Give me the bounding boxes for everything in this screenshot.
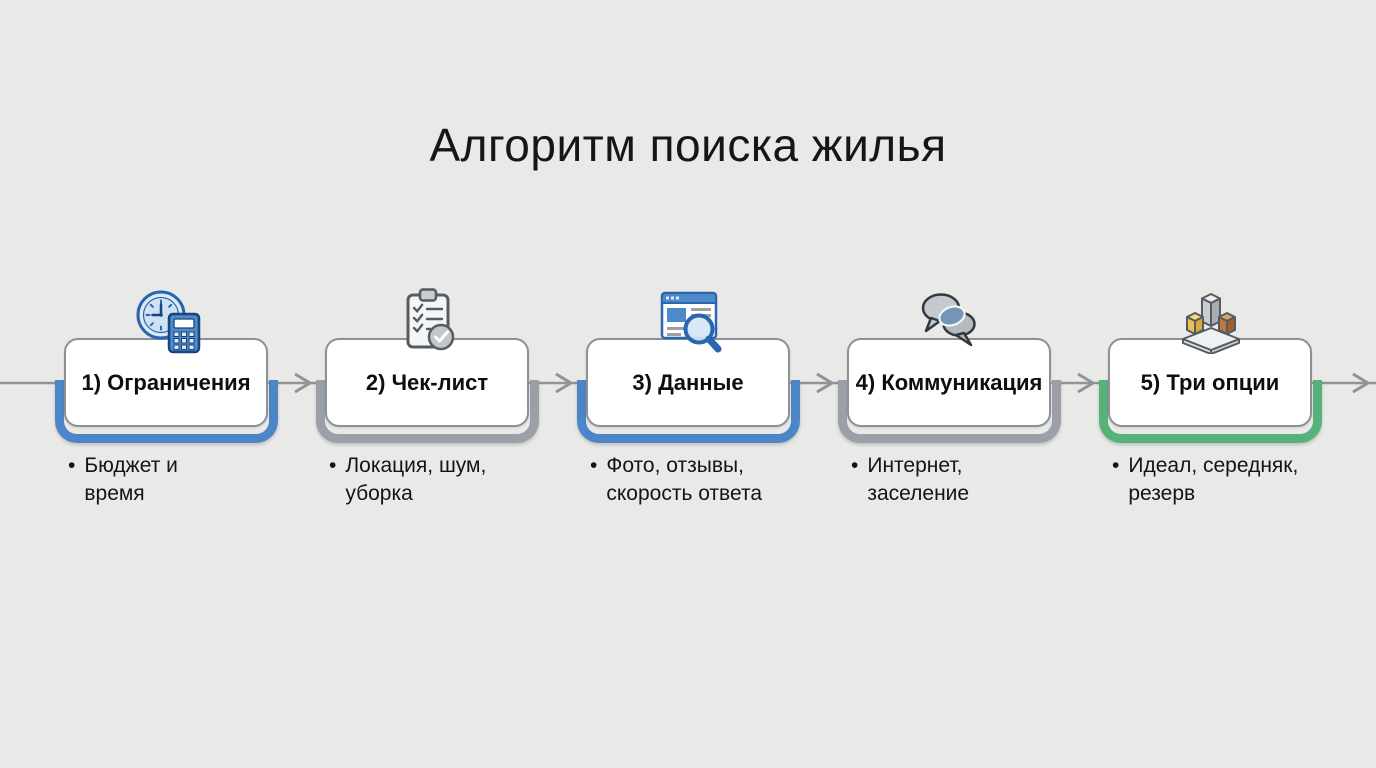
three-cubes-icon	[1175, 288, 1247, 354]
step-box: 2) Чек-лист	[325, 338, 529, 427]
step-note: • Фото, отзывы, скорость ответа	[590, 452, 762, 508]
bullet-marker: •	[1112, 454, 1120, 477]
step-box: 3) Данные	[586, 338, 790, 427]
step-label: 5) Три опции	[1140, 369, 1280, 395]
step-box: 1) Ограничения	[64, 338, 268, 427]
step-label: 4) Коммуникация	[855, 369, 1043, 395]
step-constraints: 1) Ограничения	[55, 290, 278, 558]
speech-bubbles-icon	[914, 288, 986, 354]
step-communication: 4) Коммуникация • Интернет, заселение	[838, 293, 1061, 558]
bullet-text: Идеал, середняк, резерв	[1128, 454, 1299, 505]
step-data: 3) Данные • Фото,	[577, 291, 800, 558]
accent-bracket	[316, 380, 539, 443]
step-note: • Интернет, заселение	[851, 452, 969, 508]
step-note: • Бюджет и время	[68, 452, 178, 508]
accent-bracket	[1099, 380, 1322, 443]
step-label: 3) Данные	[632, 369, 744, 395]
accent-bracket	[577, 380, 800, 443]
bullet-text: Локация, шум, уборка	[345, 454, 487, 505]
bullet-marker: •	[68, 454, 76, 477]
step-note: • Локация, шум, уборка	[329, 452, 486, 508]
bullet-text: Интернет, заселение	[867, 454, 970, 505]
bullet-marker: •	[329, 454, 337, 477]
step-checklist: 2) Чек-лист • Локация, шум, уборка	[316, 288, 539, 558]
bullet-marker: •	[851, 454, 859, 477]
page-title: Алгоритм поиска жилья	[429, 119, 947, 171]
step-box: 4) Коммуникация	[847, 338, 1051, 427]
clock-calculator-icon	[131, 288, 203, 354]
step-label: 2) Чек-лист	[365, 369, 489, 395]
bullet-marker: •	[590, 454, 598, 477]
checklist-clipboard-icon	[392, 288, 464, 354]
accent-bracket	[838, 380, 1061, 443]
browser-search-icon	[653, 288, 725, 354]
accent-bracket	[55, 380, 278, 443]
step-box: 5) Три опции	[1108, 338, 1312, 427]
step-label: 1) Ограничения	[81, 369, 251, 395]
step-note: • Идеал, середняк, резерв	[1112, 452, 1298, 508]
bullet-text: Фото, отзывы, скорость ответа	[606, 454, 763, 505]
step-three-options: 5) Три опции	[1099, 293, 1322, 558]
bullet-text: Бюджет и время	[84, 454, 178, 505]
